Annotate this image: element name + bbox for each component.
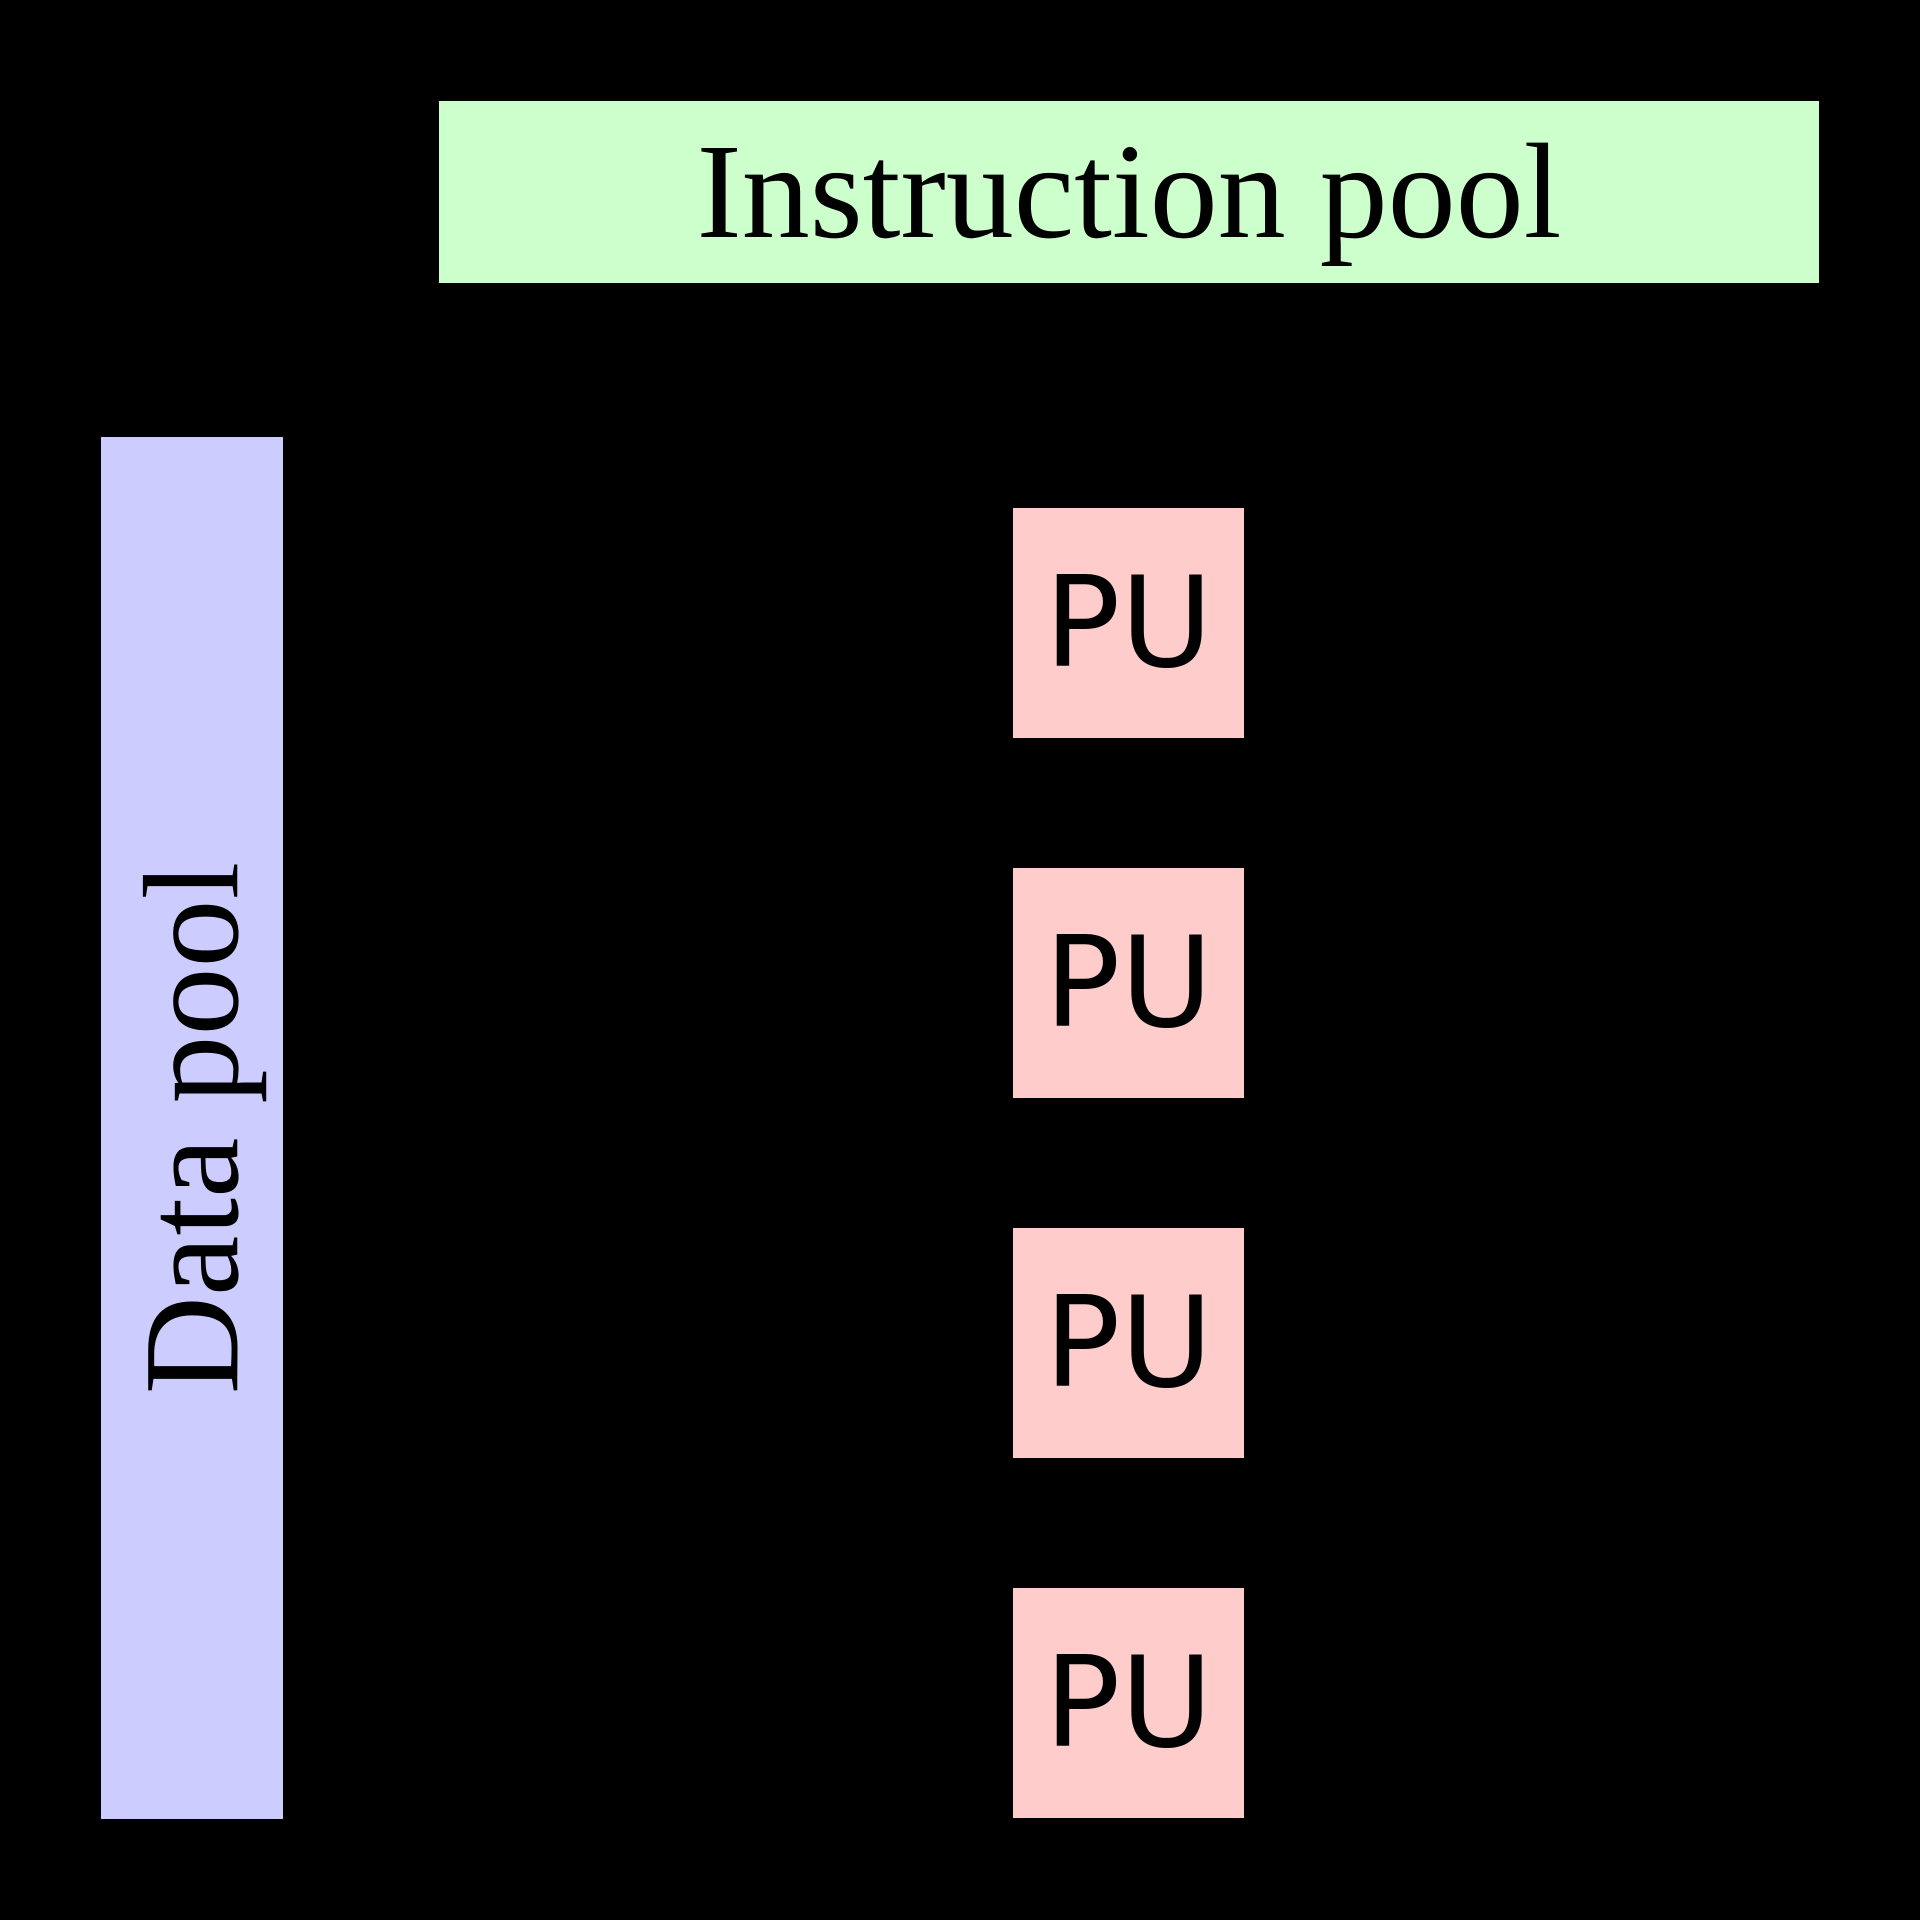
processing-unit-label: PU xyxy=(1044,1629,1213,1776)
processing-unit-box-4: PU xyxy=(1013,1588,1244,1818)
instruction-pool-label: Instruction pool xyxy=(696,117,1562,267)
instruction-pool-bar: Instruction pool xyxy=(439,101,1819,283)
data-pool-bar: Data pool xyxy=(101,437,283,1819)
processing-unit-box-2: PU xyxy=(1013,868,1244,1098)
processing-unit-box-1: PU xyxy=(1013,508,1244,738)
processing-unit-box-3: PU xyxy=(1013,1228,1244,1458)
processing-unit-label: PU xyxy=(1044,909,1213,1056)
data-pool-label: Data pool xyxy=(117,861,268,1395)
processing-unit-label: PU xyxy=(1044,549,1213,696)
processing-unit-label: PU xyxy=(1044,1269,1213,1416)
